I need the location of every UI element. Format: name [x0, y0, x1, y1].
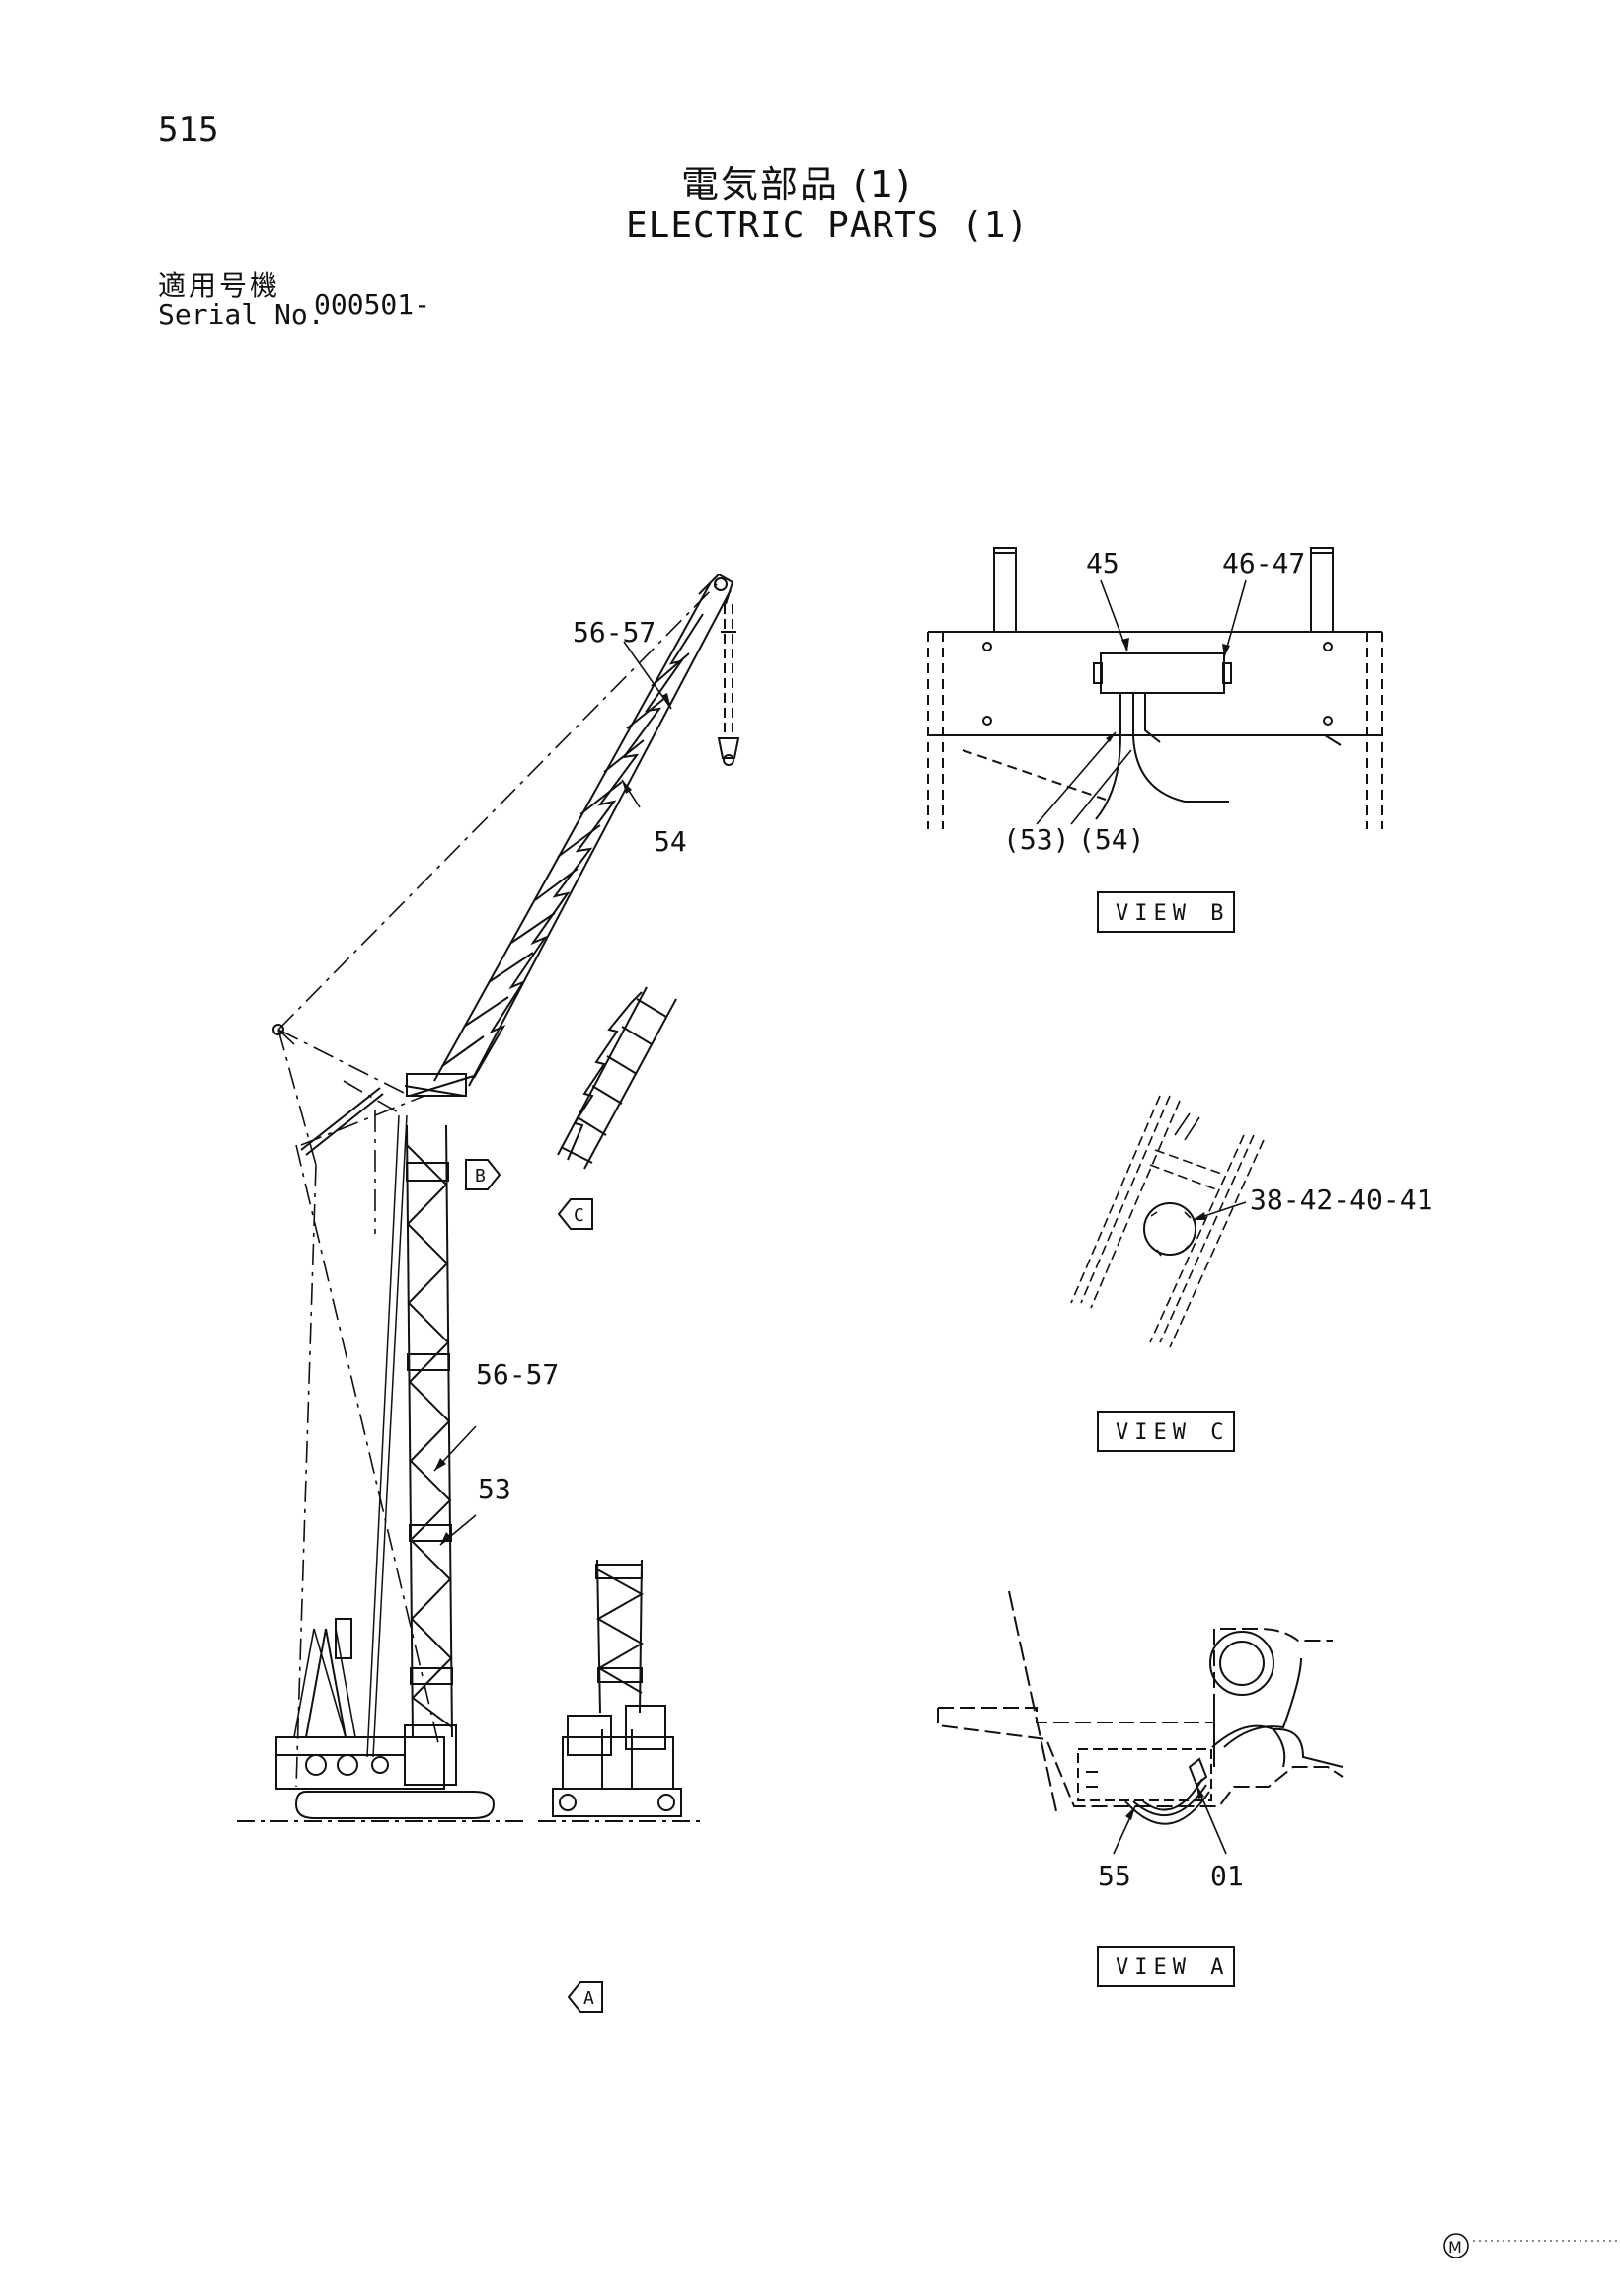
- page-number: 515: [158, 111, 219, 150]
- serial-label-japanese: 適用号機: [158, 269, 281, 302]
- view-marker-c-arrow: [557, 1198, 593, 1230]
- serial-number-value: 000501-: [314, 288, 431, 321]
- crane-leader-lines: [433, 641, 672, 1546]
- view-marker-b-arrow: [465, 1159, 501, 1190]
- view-marker-a-arrow: [567, 1981, 603, 2013]
- view-b-label-box: [1097, 891, 1235, 933]
- tower-lattice: [406, 1073, 467, 1738]
- body-circle: [337, 1754, 358, 1776]
- callout-56-57-upper: 56-57: [573, 616, 656, 649]
- gantry-block: [335, 1618, 352, 1659]
- view-c-label-box: [1097, 1411, 1235, 1452]
- callout-53: 53: [478, 1473, 511, 1505]
- view-b-detail: [927, 547, 1383, 829]
- body-circle: [371, 1756, 389, 1774]
- body-circle: [305, 1754, 327, 1776]
- view-a-label-box: [1097, 1946, 1235, 1987]
- view-marker-b: B: [475, 1166, 486, 1186]
- idler-circle: [1209, 1631, 1274, 1696]
- view-c-detail: [1070, 1095, 1265, 1348]
- junction-box: [1100, 652, 1225, 694]
- serial-label-english: Serial No.: [158, 298, 325, 331]
- connector-circle: [1143, 1202, 1196, 1256]
- callout-55: 55: [1098, 1860, 1131, 1892]
- corner-m-mark: [1443, 2233, 1469, 2258]
- hook-block: [717, 737, 740, 759]
- page-title-english: ELECTRIC PARTS (1): [626, 205, 1030, 246]
- view-marker-a: A: [583, 1988, 594, 2009]
- view-b-label: VIEW B: [1116, 901, 1229, 926]
- battery-box: [1077, 1748, 1212, 1801]
- callout-01: 01: [1210, 1860, 1244, 1892]
- view-a-label: VIEW A: [1116, 1955, 1229, 1980]
- callout-46-47: 46-47: [1222, 547, 1305, 579]
- jib-head: [698, 573, 734, 605]
- upper-body: [275, 1736, 445, 1790]
- jib-insert-section: [557, 986, 677, 1170]
- page-title-japanese: 電気部品 (1): [681, 163, 912, 206]
- view-a-detail: [937, 1590, 1344, 1825]
- luffing-jib: [433, 581, 732, 1087]
- crane-front-view: [552, 1559, 682, 1817]
- corner-m-letter: M: [1448, 2238, 1462, 2257]
- crawler-track: [294, 1791, 496, 1819]
- callout-56-57-middle: 56-57: [476, 1358, 559, 1391]
- guy-ropes: [293, 1628, 356, 1738]
- callout-38-42-40-41: 38-42-40-41: [1250, 1184, 1432, 1216]
- callout-45: 45: [1086, 547, 1119, 579]
- pendant-lines: [277, 581, 720, 1788]
- view-c-label: VIEW C: [1116, 1420, 1229, 1445]
- crane-side-view: [237, 573, 740, 2013]
- view-b-leader-lines: [1036, 579, 1247, 825]
- view-marker-c: C: [574, 1205, 584, 1226]
- callout-54: 54: [654, 825, 687, 858]
- callout-54-reference: (54): [1078, 823, 1144, 856]
- callout-53-reference: (53): [1003, 823, 1069, 856]
